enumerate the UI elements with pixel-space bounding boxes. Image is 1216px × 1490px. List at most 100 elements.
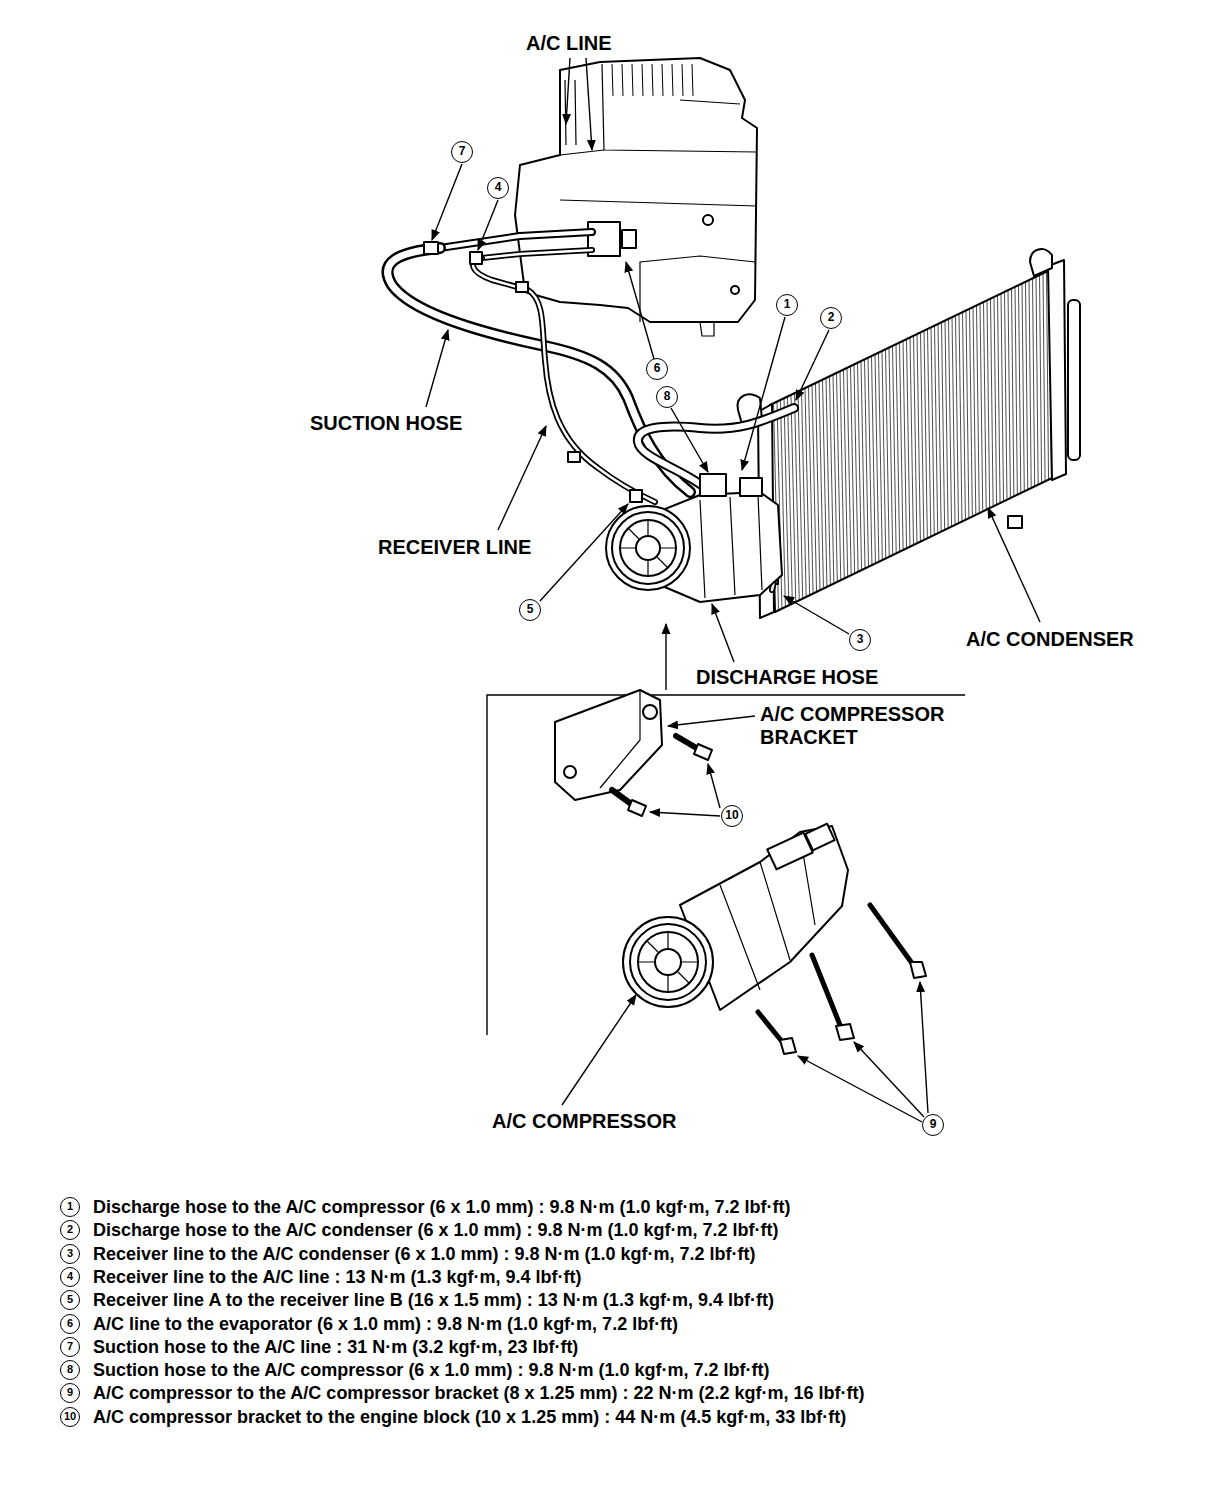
label-slot: Discharge hose to the A/C condenser (6 x…	[93, 1219, 778, 1241]
condenser-fin	[1033, 278, 1035, 486]
condenser-fin	[991, 299, 994, 507]
callout-number: 3	[60, 1244, 80, 1264]
condenser-fin	[910, 338, 914, 546]
label-slot: DISCHARGE HOSE	[696, 666, 878, 689]
label-slot: Receiver line A to the receiver line B (…	[93, 1289, 774, 1311]
torque-spec: Suction hose to the A/C compressor (6 x …	[93, 1359, 769, 1381]
condenser-fin	[956, 316, 959, 524]
torque-spec: Receiver line A to the receiver line B (…	[93, 1289, 774, 1311]
condenser-fin	[833, 375, 837, 582]
compressor-bracket-drawing	[555, 690, 712, 816]
heater-rib	[642, 64, 643, 96]
condenser-fin	[837, 373, 841, 580]
condenser-fin	[973, 307, 976, 515]
torque-spec: Receiver line to the A/C line : 13 N·m (…	[93, 1266, 581, 1288]
condenser-fin	[994, 297, 997, 505]
label-slot: 8	[656, 386, 678, 408]
label-slot: A/C compressor to the A/C compressor bra…	[93, 1382, 865, 1404]
condenser-fin	[1043, 273, 1045, 481]
condenser-fin	[1029, 280, 1031, 488]
heater-rib	[662, 64, 663, 96]
label-slot: Suction hose to the A/C compressor (6 x …	[93, 1359, 769, 1381]
callout-number: 1	[776, 294, 798, 316]
compressor-drawing	[606, 474, 782, 602]
callout-number: 7	[60, 1337, 80, 1357]
condenser-fin	[893, 346, 897, 553]
label-slot: 4	[487, 177, 509, 199]
torque-spec: Receiver line to the A/C condenser (6 x …	[93, 1243, 756, 1265]
part-name: A/C CONDENSER	[966, 628, 1134, 651]
condenser-fin	[816, 383, 821, 590]
condenser-fin	[858, 363, 862, 570]
label-slot: 10	[721, 805, 743, 827]
condenser-fin	[963, 312, 966, 520]
label-slot: 5	[60, 1290, 80, 1310]
label-slot: 5	[519, 599, 541, 621]
label-slot: 4	[60, 1267, 80, 1287]
callout-number: 8	[656, 386, 678, 408]
label-slot: A/C LINE	[526, 32, 612, 55]
condenser-fin	[945, 321, 948, 529]
label-slot: Suction hose to the A/C line : 31 N·m (3…	[93, 1336, 578, 1358]
label-slot: A/C compressor bracket to the engine blo…	[93, 1406, 846, 1428]
condenser-fin	[935, 326, 938, 534]
condenser-fin	[903, 341, 907, 548]
condenser-fin	[886, 349, 890, 556]
label-slot: A/C COMPRESSOR BRACKET	[760, 703, 965, 749]
part-name: A/C COMPRESSOR	[492, 1110, 676, 1133]
label-slot: A/C COMPRESSOR	[492, 1110, 676, 1133]
label-slot: 3	[60, 1244, 80, 1264]
label-slot: 10	[60, 1407, 80, 1427]
condenser-fin	[1005, 292, 1007, 500]
label-slot: 2	[60, 1220, 80, 1240]
torque-spec: A/C compressor bracket to the engine blo…	[93, 1406, 846, 1428]
condenser-fin	[938, 324, 941, 532]
callout-number: 9	[60, 1383, 80, 1403]
callout-number: 4	[60, 1267, 80, 1287]
label-slot: 9	[922, 1114, 944, 1136]
condenser-fin	[861, 361, 865, 568]
condenser-fin	[819, 381, 823, 588]
condenser-fin	[840, 371, 844, 578]
label-slot: 7	[451, 141, 473, 163]
label-slot: 9	[60, 1383, 80, 1403]
callout-number: 2	[820, 307, 842, 329]
condenser-fin	[1001, 294, 1004, 502]
condenser-fin	[830, 376, 834, 583]
callout-number: 5	[60, 1290, 80, 1310]
condenser-fin	[928, 329, 931, 537]
condenser-fin	[1019, 285, 1021, 493]
part-name: DISCHARGE HOSE	[696, 666, 878, 689]
condenser-fin	[896, 344, 900, 551]
condenser-fin	[1036, 277, 1038, 485]
condenser-fin	[1026, 282, 1028, 490]
condenser-fin	[1008, 290, 1010, 498]
condenser-fin	[942, 322, 945, 530]
callout-number: 6	[646, 358, 668, 380]
condenser-fin	[1015, 287, 1017, 495]
callout-number: 9	[922, 1114, 944, 1136]
condenser-fin	[1040, 275, 1042, 483]
part-name: A/C LINE	[526, 32, 612, 55]
heater-rib	[672, 64, 673, 96]
callout-number: 2	[60, 1220, 80, 1240]
torque-spec: Discharge hose to the A/C condenser (6 x…	[93, 1219, 778, 1241]
condenser-fin	[949, 319, 952, 527]
label-slot: 7	[60, 1337, 80, 1357]
condenser-fin	[970, 309, 973, 517]
label-slot: Discharge hose to the A/C compressor (6 …	[93, 1196, 791, 1218]
heater-rib	[632, 64, 633, 96]
condenser-fin	[917, 334, 920, 542]
part-name: RECEIVER LINE	[378, 536, 531, 559]
compressor-inset-drawing	[623, 824, 926, 1054]
heater-rib	[692, 64, 693, 96]
callout-number: 10	[721, 805, 743, 827]
heater-rib	[682, 64, 683, 96]
label-slot: SUCTION HOSE	[310, 412, 462, 435]
condenser-fin	[980, 304, 983, 512]
label-slot: A/C CONDENSER	[966, 628, 1134, 651]
condenser-fin	[882, 351, 886, 558]
condenser-fin	[847, 368, 851, 575]
